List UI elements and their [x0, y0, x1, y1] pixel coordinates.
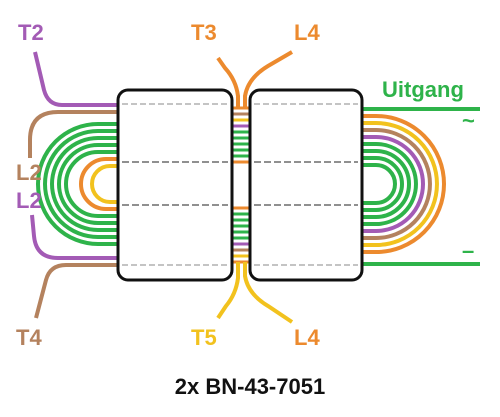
right-green-windings — [362, 142, 418, 226]
t2-lead-purple — [33, 51, 118, 107]
right-orange-outer-loop — [362, 114, 446, 254]
l2-lead-purple-lower — [30, 214, 118, 260]
left-green-loop-5 — [64, 150, 118, 218]
label-t2: T2 — [18, 20, 44, 45]
ferrite-core-right — [248, 88, 364, 282]
right-green-loop-1 — [362, 142, 418, 226]
label-t5: T5 — [191, 325, 217, 350]
core-left-body — [116, 88, 234, 282]
ferrite-core-left — [116, 88, 234, 282]
right-yellow-loop — [362, 121, 439, 247]
left-green-loop-4 — [57, 143, 118, 225]
right-brown-loop — [362, 128, 432, 240]
t4-lead-brown — [34, 263, 118, 319]
t5-lead-yellow — [216, 262, 240, 320]
label-t4: T4 — [16, 325, 42, 350]
left-green-loop-2 — [43, 129, 118, 239]
label-l4-top: L4 — [294, 20, 320, 45]
l2-lead-brown-upper — [28, 110, 118, 158]
left-green-loop-1 — [36, 122, 118, 246]
left-green-windings — [36, 122, 118, 246]
core-right-body — [248, 88, 364, 282]
caption-core-type: 2x BN-43-7051 — [174, 374, 326, 399]
right-green-loop-2 — [362, 149, 411, 219]
label-t3: T3 — [191, 20, 217, 45]
right-green-loop-3 — [362, 156, 404, 212]
right-purple-loop — [362, 135, 425, 233]
label-output-tilde: ~ — [462, 108, 475, 133]
left-yellow-inner-loop — [90, 164, 118, 204]
label-l4-bottom: L4 — [294, 325, 320, 350]
right-green-loop-4 — [362, 163, 397, 205]
l4-top-lead-orange — [243, 50, 294, 108]
t3-lead-orange — [216, 56, 240, 108]
left-green-loop-3 — [50, 136, 118, 232]
label-output-minus: – — [462, 238, 475, 263]
left-orange-inner-loop — [79, 157, 118, 211]
label-l2-upper: L2 — [16, 160, 42, 185]
core-gap-wires — [232, 106, 250, 264]
l4-bottom-lead-yellow — [243, 262, 294, 324]
label-l2-lower: L2 — [16, 188, 42, 213]
label-uitgang: Uitgang — [382, 77, 464, 102]
